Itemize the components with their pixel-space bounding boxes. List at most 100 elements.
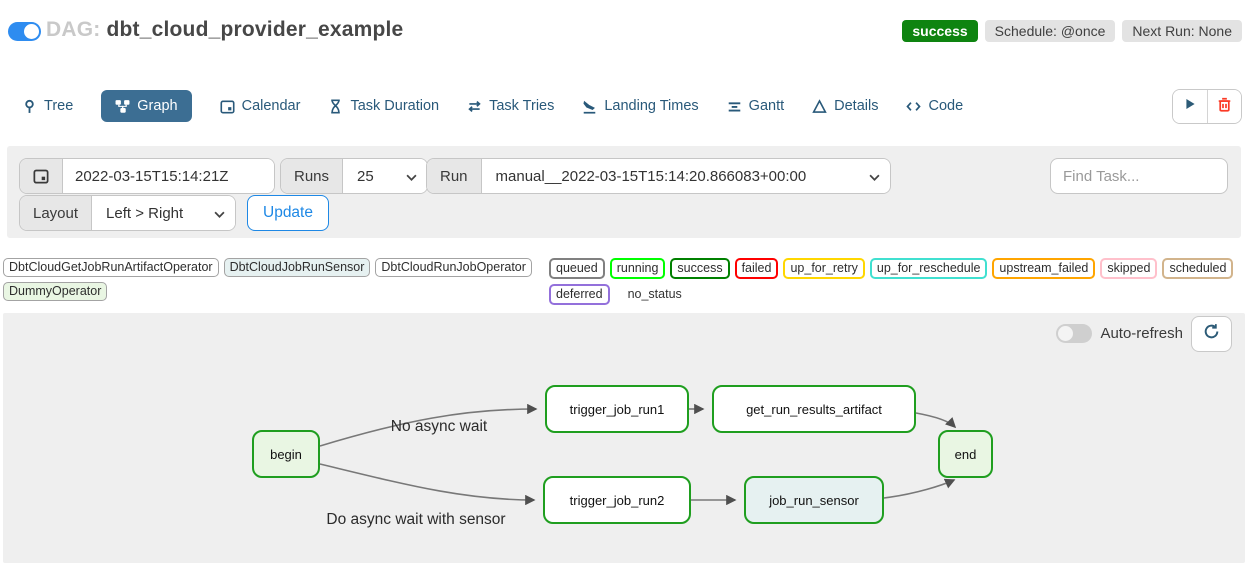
- legend-state-queued[interactable]: queued: [549, 258, 605, 279]
- dag-prefix-label: DAG:: [46, 18, 101, 41]
- date-picker-button[interactable]: [20, 159, 63, 193]
- legend-operator-DbtCloudJobRunSensor[interactable]: DbtCloudJobRunSensor: [223, 258, 371, 277]
- layout-selected-value: Left > Right: [106, 204, 184, 222]
- plane-landing-icon: [582, 99, 597, 114]
- toggle-knob: [24, 24, 39, 39]
- tab-task-duration[interactable]: Task Duration: [328, 98, 439, 114]
- triangle-details-icon: [812, 98, 827, 114]
- legend-operator-DummyOperator[interactable]: DummyOperator: [3, 282, 108, 301]
- chevron-down-icon: [214, 205, 225, 222]
- legend-state-up_for_retry[interactable]: up_for_retry: [783, 258, 865, 279]
- layout-select[interactable]: Left > Right: [92, 196, 236, 230]
- dag-action-buttons: [1172, 89, 1242, 124]
- dag-pause-toggle[interactable]: [8, 22, 41, 41]
- legend-state-scheduled[interactable]: scheduled: [1162, 258, 1234, 279]
- runs-selected-value: 25: [357, 167, 374, 185]
- find-task-input[interactable]: [1050, 158, 1228, 194]
- runs-group: Runs 25: [280, 158, 429, 194]
- legend-state-failed[interactable]: failed: [734, 258, 779, 279]
- tab-label: Details: [834, 98, 879, 114]
- tab-label: Gantt: [748, 98, 785, 114]
- graph-node-trigger_job_run1[interactable]: trigger_job_run1: [545, 385, 689, 433]
- edge-sensor-end: [883, 478, 956, 499]
- edge-label-async-sensor: Do async wait with sensor: [326, 511, 506, 528]
- tab-calendar[interactable]: Calendar: [220, 98, 301, 114]
- header-badges: success Schedule: @once Next Run: None: [902, 20, 1242, 42]
- run-select[interactable]: manual__2022-03-15T15:14:20.866083+00:00: [481, 159, 890, 193]
- tab-details[interactable]: Details: [812, 98, 878, 114]
- base-date-group: [19, 158, 275, 194]
- run-group: Run manual__2022-03-15T15:14:20.866083+0…: [426, 158, 891, 194]
- edge-label-no-async: No async wait: [390, 418, 488, 435]
- tab-label: Task Duration: [350, 98, 440, 114]
- trash-icon: [1217, 97, 1232, 117]
- tab-label: Landing Times: [604, 98, 699, 114]
- page-title: DAG:dbt_cloud_provider_example: [46, 18, 403, 42]
- hourglass-icon: [328, 98, 343, 114]
- auto-refresh-toggle[interactable]: [1056, 324, 1093, 343]
- calendar-input-icon: [33, 169, 49, 184]
- tab-label: Graph: [137, 98, 178, 114]
- legend-operator-DbtCloudRunJobOperator[interactable]: DbtCloudRunJobOperator: [375, 258, 532, 277]
- dag-edges: [319, 403, 957, 506]
- tab-graph[interactable]: Graph: [101, 90, 192, 122]
- auto-refresh-control: Auto-refresh: [1056, 324, 1183, 343]
- status-badge: success: [902, 20, 978, 42]
- runs-label: Runs: [281, 159, 344, 193]
- tab-label: Calendar: [241, 98, 301, 114]
- play-icon: [1183, 97, 1197, 116]
- refresh-button[interactable]: [1191, 316, 1232, 352]
- run-label: Run: [427, 159, 482, 193]
- legend-state-skipped[interactable]: skipped: [1100, 258, 1158, 279]
- layout-group: Layout Left > Right: [19, 195, 237, 231]
- trigger-dag-button[interactable]: [1173, 90, 1207, 123]
- tab-label: Code: [928, 98, 964, 114]
- filter-panel: Runs 25 Run manual__2022-03-15T15:14:20.…: [7, 146, 1241, 238]
- dag-name: dbt_cloud_provider_example: [106, 18, 404, 41]
- graph-node-job_run_sensor[interactable]: job_run_sensor: [744, 476, 884, 524]
- schedule-badge: Schedule: @once: [984, 20, 1116, 42]
- legend-state-running[interactable]: running: [609, 258, 666, 279]
- tab-label: Task Tries: [489, 98, 555, 114]
- tab-tree[interactable]: Tree: [22, 98, 73, 114]
- tab-gantt[interactable]: Gantt: [727, 98, 784, 114]
- calendar-icon: [220, 99, 235, 114]
- tab-code[interactable]: Code: [906, 98, 963, 114]
- legend-state-upstream_failed[interactable]: upstream_failed: [992, 258, 1096, 279]
- tab-label: Tree: [44, 98, 74, 114]
- legend-state-up_for_reschedule[interactable]: up_for_reschedule: [869, 258, 988, 279]
- graph-node-end[interactable]: end: [938, 430, 993, 478]
- legend-state-deferred[interactable]: deferred: [549, 284, 610, 305]
- tab-landing-times[interactable]: Landing Times: [582, 98, 699, 114]
- run-selected-value: manual__2022-03-15T15:14:20.866083+00:00: [495, 167, 807, 185]
- next-run-badge: Next Run: None: [1122, 20, 1242, 42]
- chevron-down-icon: [406, 168, 417, 185]
- tab-task-tries[interactable]: Task Tries: [467, 98, 554, 114]
- runs-select[interactable]: 25: [343, 159, 428, 193]
- edge-artifact-end: [915, 412, 957, 429]
- graph-panel: No async wait Do async wait with sensor …: [3, 313, 1245, 563]
- tree-pin-icon: [22, 99, 37, 114]
- legend-state-success[interactable]: success: [670, 258, 730, 279]
- edge-begin-trigger1: [319, 403, 538, 447]
- legend-state-no_status[interactable]: no_status: [627, 287, 682, 301]
- auto-refresh-label: Auto-refresh: [1100, 325, 1183, 342]
- graph-nodes-icon: [115, 99, 130, 114]
- graph-node-begin[interactable]: begin: [252, 430, 320, 478]
- layout-label: Layout: [20, 196, 93, 230]
- base-date-input[interactable]: [63, 159, 274, 193]
- chevron-down-icon: [869, 168, 880, 185]
- update-button[interactable]: Update: [247, 195, 329, 231]
- graph-node-trigger_job_run2[interactable]: trigger_job_run2: [543, 476, 691, 524]
- gantt-bars-icon: [727, 99, 742, 114]
- view-tabs: Tree Graph Calendar Task Duration Task T…: [0, 88, 1248, 124]
- repeat-arrows-icon: [467, 99, 482, 114]
- refresh-icon: [1203, 323, 1220, 345]
- legend-operator-DbtCloudGetJobRunArtifactOperator[interactable]: DbtCloudGetJobRunArtifactOperator: [3, 258, 219, 277]
- graph-node-get_run_results_artifact[interactable]: get_run_results_artifact: [712, 385, 916, 433]
- delete-dag-button[interactable]: [1207, 90, 1241, 123]
